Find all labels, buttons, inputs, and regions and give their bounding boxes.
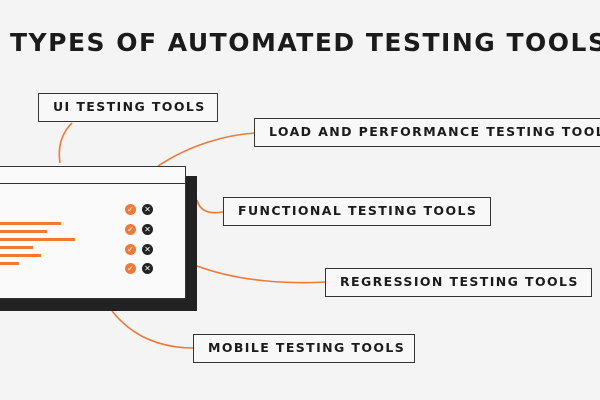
connector-regression (196, 265, 327, 284)
connector-load (157, 132, 256, 167)
cross-icon: ✕ (142, 263, 153, 274)
code-line (0, 238, 75, 241)
code-line (0, 246, 33, 249)
connector-ui (58, 122, 73, 164)
page-title: TYPES OF AUTOMATED TESTING TOOLS (10, 28, 600, 57)
label-functional-testing: FUNCTIONAL TESTING TOOLS (223, 197, 491, 226)
cross-icon: ✕ (142, 244, 153, 255)
check-icon: ✓ (125, 224, 136, 235)
label-ui-testing: UI TESTING TOOLS (38, 93, 218, 122)
label-load-performance-testing: LOAD AND PERFORMANCE TESTING TOOLS (254, 118, 600, 147)
window-title-bar (0, 167, 185, 184)
label-mobile-testing: MOBILE TESTING TOOLS (193, 334, 415, 363)
check-icon: ✓ (125, 204, 136, 215)
check-icon: ✓ (125, 263, 136, 274)
connector-mobile (111, 310, 195, 349)
connector-functional (196, 199, 224, 214)
code-line (0, 222, 61, 225)
label-regression-testing: REGRESSION TESTING TOOLS (325, 268, 592, 297)
code-line (0, 254, 41, 257)
browser-window-illustration: ✓ ✕ ✓ ✕ ✓ ✕ ✓ ✕ (0, 166, 186, 299)
cross-icon: ✕ (142, 224, 153, 235)
code-line (0, 262, 19, 265)
code-line (0, 230, 47, 233)
cross-icon: ✕ (142, 204, 153, 215)
check-icon: ✓ (125, 244, 136, 255)
